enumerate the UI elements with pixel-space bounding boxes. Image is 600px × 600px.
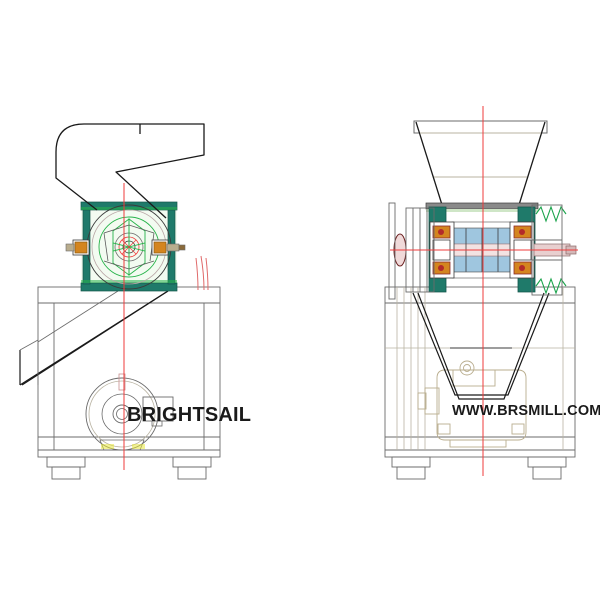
discharge-chute-inner-left xyxy=(19,290,119,385)
electric-motor-left xyxy=(85,373,174,451)
chamber-top-beam-right xyxy=(425,202,539,212)
rotor-shaft-section-right xyxy=(451,221,513,279)
right-view xyxy=(384,106,578,480)
screen-mesh-collector-right xyxy=(412,292,550,400)
tension-springs-right xyxy=(535,205,567,295)
cable-bundle-left xyxy=(195,255,209,291)
electric-motor-right xyxy=(417,360,527,448)
feed-hopper-chute-left xyxy=(55,123,205,219)
discharge-chute-left xyxy=(19,290,169,386)
support-legs-right xyxy=(391,456,567,480)
hopper-faint-right xyxy=(420,132,541,178)
brand-watermark: BRIGHTSAIL xyxy=(127,404,251,426)
hopper-walls-right xyxy=(415,121,546,209)
bearing-housing-left-view-left xyxy=(65,239,90,256)
feed-hopper-trapezoid-right xyxy=(413,120,548,134)
bearing-housing-right-view-left xyxy=(151,239,186,256)
website-watermark: WWW.BRSMILL.COM xyxy=(452,403,600,419)
left-view xyxy=(19,123,221,480)
support-legs-left xyxy=(46,456,212,480)
